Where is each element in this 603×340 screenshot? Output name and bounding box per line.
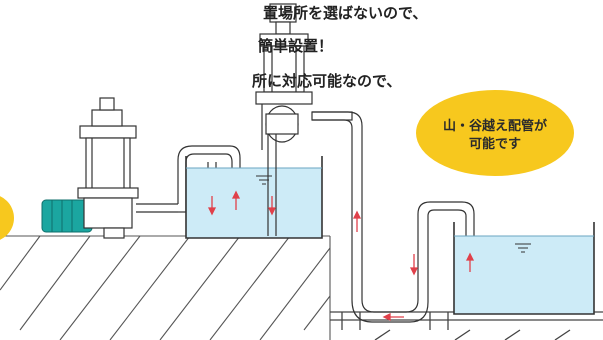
callout-bubble xyxy=(416,90,574,176)
trench xyxy=(330,311,603,340)
left-callout-bubble xyxy=(0,196,14,240)
callout-text-line-2: 可能です xyxy=(468,137,521,152)
ground-hatch xyxy=(0,235,331,340)
transfer-pipe xyxy=(312,111,475,323)
second-tank xyxy=(453,222,595,315)
flow-arrows xyxy=(207,190,475,322)
center-pump-tower xyxy=(255,3,353,236)
headline-line-3: 所に対応可能なので、 xyxy=(252,72,402,90)
callout-text-line-1: 山・谷越え配管が xyxy=(442,119,547,134)
first-tank xyxy=(185,156,323,239)
left-pump-tower xyxy=(77,97,139,239)
headline-line-1: 置場所を選ばないので、 xyxy=(263,4,428,22)
headline-line-2: 簡単設置！ xyxy=(258,37,334,55)
